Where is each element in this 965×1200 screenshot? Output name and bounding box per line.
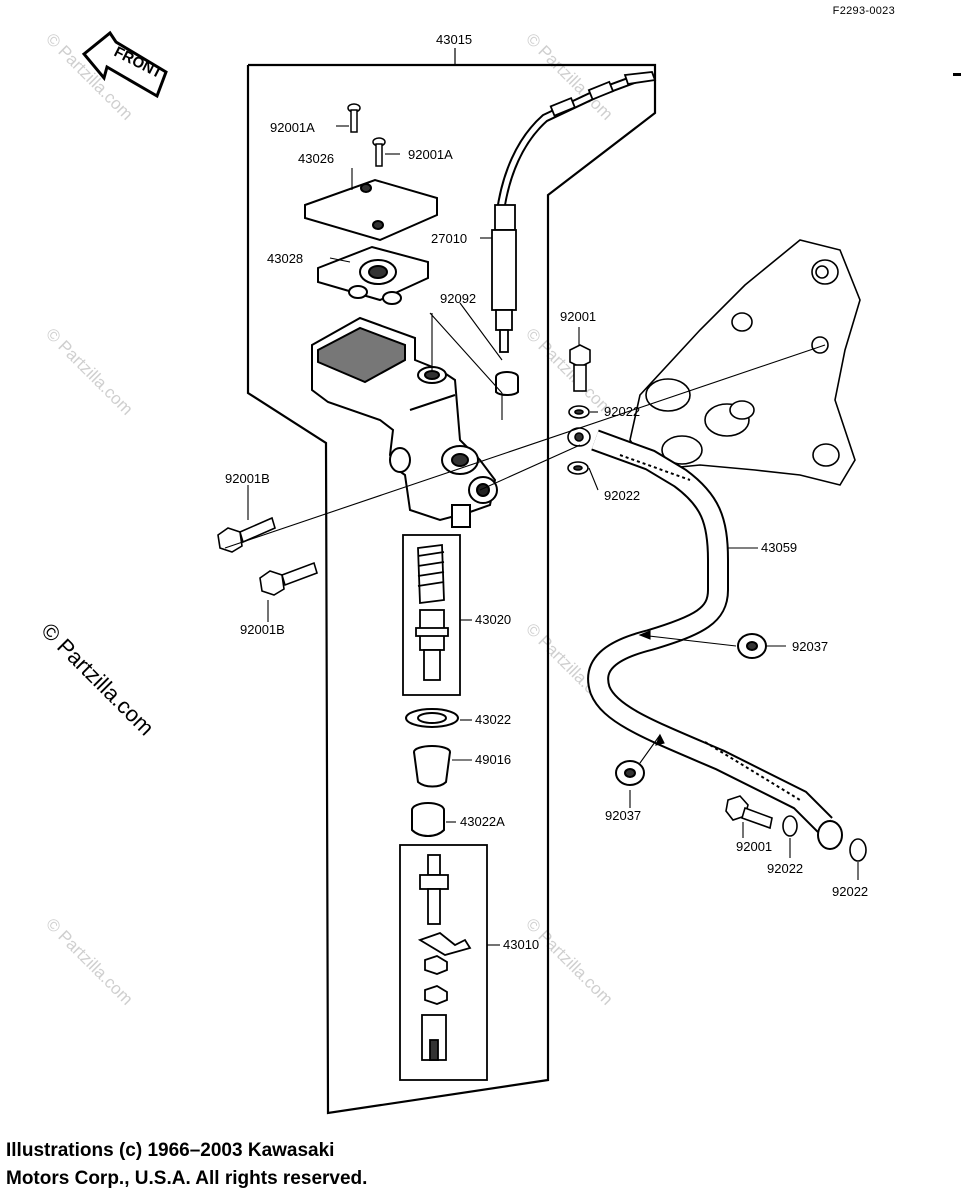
brake-hose [587, 429, 843, 850]
reservoir-cap [304, 178, 438, 242]
edge-mark [953, 73, 961, 76]
push-rod-kit-box [399, 844, 488, 1081]
mounting-bolt-icon [217, 516, 318, 596]
part-label-92001b: 92001B [240, 622, 285, 637]
part-labels: 43015 92001A 92001A 43026 27010 43028 92… [225, 32, 868, 952]
mounting-bracket [629, 239, 861, 486]
part-label-43010: 43010 [503, 937, 539, 952]
piston-seal-parts [405, 708, 459, 837]
part-label-92022: 92022 [604, 404, 640, 419]
part-label-92022: 92022 [604, 488, 640, 503]
switch-collar [495, 371, 519, 396]
part-label-92001a: 92001A [408, 147, 453, 162]
diaphragm-plate [317, 245, 429, 305]
part-label-43022a: 43022A [460, 814, 505, 829]
part-label-43015: 43015 [436, 32, 472, 47]
part-label-92022: 92022 [767, 861, 803, 876]
part-label-92037: 92037 [605, 808, 641, 823]
assembly-43015-outline [246, 48, 657, 1115]
copyright-line-2: Motors Corp., U.S.A. All rights reserved… [6, 1168, 368, 1189]
master-cylinder [311, 316, 498, 528]
watermark: © Partzilla.com [42, 324, 136, 418]
part-label-43022: 43022 [475, 712, 511, 727]
part-label-43028: 43028 [267, 251, 303, 266]
reference-lines [224, 125, 859, 946]
part-label-43059: 43059 [761, 540, 797, 555]
banjo-bolt-lower [725, 795, 867, 862]
part-label-92001b: 92001B [225, 471, 270, 486]
grommet-icon [615, 633, 767, 786]
piston-assembly [415, 543, 449, 681]
part-label-49016: 49016 [475, 752, 511, 767]
watermark: © Partzilla.com [522, 914, 616, 1008]
watermark: © Partzilla.com [522, 324, 616, 418]
part-label-27010: 27010 [431, 231, 467, 246]
part-label-92001: 92001 [736, 839, 772, 854]
part-label-92092: 92092 [440, 291, 476, 306]
push-rod-kit [417, 854, 472, 1061]
part-label-43026: 43026 [298, 151, 334, 166]
watermark: © Partzilla.com [42, 914, 136, 1008]
figure-code: F2293-0023 [832, 5, 895, 17]
banjo-bolt-upper [567, 344, 591, 475]
copyright-line-1: Illustrations (c) 1966–2003 Kawasaki [6, 1140, 335, 1161]
part-label-92001: 92001 [560, 309, 596, 324]
cap-screw-icon [347, 103, 386, 167]
brake-light-switch [491, 71, 657, 353]
part-label-43020: 43020 [475, 612, 511, 627]
watermark-main: © Partzilla.com [36, 618, 159, 741]
piston-kit-box [402, 534, 461, 696]
part-label-92037: 92037 [792, 639, 828, 654]
part-label-92001a: 92001A [270, 120, 315, 135]
copyright-notice: Illustrations (c) 1966–2003 Kawasaki Mot… [6, 1137, 367, 1193]
part-label-92022: 92022 [832, 884, 868, 899]
